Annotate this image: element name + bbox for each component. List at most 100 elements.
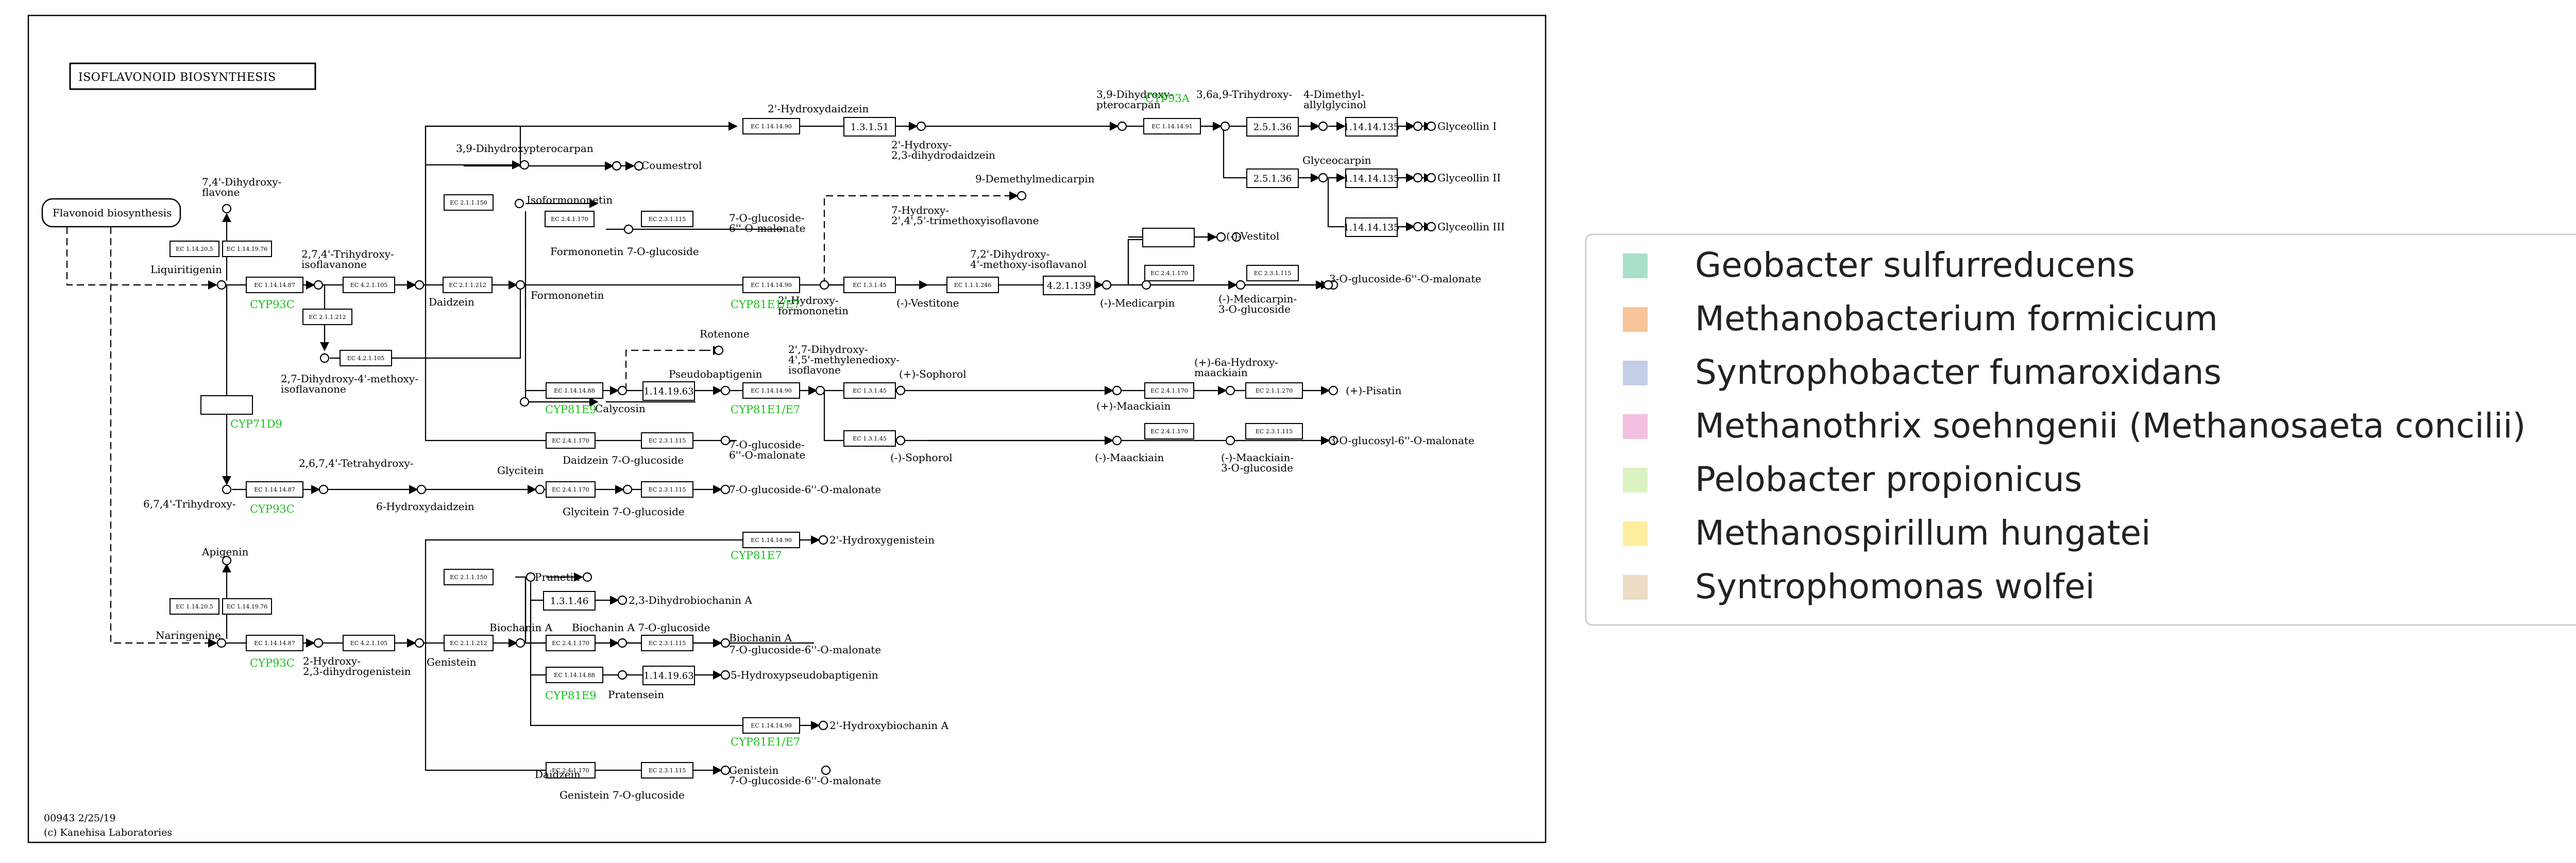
compound-node[interactable] bbox=[216, 638, 227, 648]
compound-node[interactable] bbox=[815, 385, 825, 396]
enzyme-box[interactable]: EC 1.14.14.90 bbox=[742, 118, 800, 134]
enzyme-box[interactable]: 2.5.1.36 bbox=[1246, 168, 1299, 188]
compound-node[interactable] bbox=[916, 121, 926, 131]
enzyme-box[interactable]: EC 1.14.14.90 bbox=[742, 382, 800, 399]
compound-node[interactable] bbox=[1231, 232, 1242, 242]
enzyme-box[interactable]: EC 2.1.1.150 bbox=[444, 194, 494, 211]
enzyme-box[interactable]: EC 2.1.1.270 bbox=[1245, 382, 1303, 399]
enzyme-box[interactable]: EC 2.4.1.170 bbox=[546, 432, 596, 449]
enzyme-box[interactable]: EC 2.4.1.170 bbox=[546, 635, 596, 651]
enzyme-box[interactable]: EC 2.4.1.170 bbox=[1144, 265, 1194, 281]
enzyme-box[interactable]: EC 1.14.14.90 bbox=[742, 532, 800, 548]
compound-node[interactable] bbox=[617, 385, 628, 396]
compound-node[interactable] bbox=[819, 280, 829, 290]
compound-node[interactable] bbox=[1413, 173, 1423, 183]
compound-node[interactable] bbox=[1318, 121, 1328, 131]
compound-node[interactable] bbox=[720, 484, 731, 495]
compound-node[interactable] bbox=[1426, 222, 1436, 232]
enzyme-box[interactable]: EC 1.14.14.87 bbox=[246, 481, 303, 498]
gene-label[interactable]: CYP81E9 bbox=[545, 403, 596, 416]
compound-node[interactable] bbox=[318, 484, 329, 495]
enzyme-box[interactable]: EC 1.14.14.91 bbox=[1143, 118, 1201, 134]
compound-node[interactable] bbox=[818, 720, 828, 731]
compound-node[interactable] bbox=[1225, 385, 1235, 396]
enzyme-box[interactable]: EC 2.1.1.150 bbox=[444, 569, 494, 585]
enzyme-box[interactable]: 4.2.1.139 bbox=[1043, 276, 1095, 295]
compound-node[interactable] bbox=[1323, 280, 1333, 290]
enzyme-box[interactable]: EC 1.14.19.76 bbox=[222, 598, 272, 615]
enzyme-box[interactable]: EC 1.14.14.87 bbox=[246, 277, 303, 293]
compound-node[interactable] bbox=[617, 638, 628, 648]
enzyme-box[interactable]: EC 1.1.1.246 bbox=[946, 277, 999, 293]
enzyme-box[interactable]: EC 2.1.1.212 bbox=[443, 277, 493, 293]
compound-node[interactable] bbox=[612, 161, 622, 171]
enzyme-box[interactable]: 1.14.14.135 bbox=[1344, 168, 1400, 188]
enzyme-box[interactable]: 1.14.19.63 bbox=[642, 381, 695, 401]
compound-node[interactable] bbox=[720, 765, 731, 775]
enzyme-box[interactable]: EC 2.4.1.170 bbox=[1144, 423, 1194, 439]
enzyme-box-empty[interactable] bbox=[200, 395, 253, 415]
compound-node[interactable] bbox=[1318, 173, 1328, 183]
compound-node[interactable] bbox=[1141, 280, 1151, 290]
compound-node[interactable] bbox=[1413, 121, 1423, 131]
compound-node[interactable] bbox=[514, 198, 524, 209]
gene-label[interactable]: CYP81E1/E7 bbox=[731, 298, 800, 311]
enzyme-box[interactable]: EC 1.3.1.45 bbox=[843, 277, 896, 293]
enzyme-box[interactable]: EC 2.3.1.115 bbox=[641, 635, 693, 651]
enzyme-box[interactable]: 1.3.1.51 bbox=[843, 117, 896, 137]
compound-node[interactable] bbox=[720, 670, 731, 680]
enzyme-box[interactable]: EC 1.3.1.45 bbox=[843, 382, 896, 399]
compound-node[interactable] bbox=[720, 435, 731, 446]
gene-label[interactable]: CYP81E1/E7 bbox=[731, 403, 800, 416]
compound-node[interactable] bbox=[1216, 232, 1226, 242]
compound-node[interactable] bbox=[1426, 173, 1436, 183]
compound-node[interactable] bbox=[1117, 121, 1127, 131]
gene-label[interactable]: CYP93A bbox=[1145, 92, 1190, 105]
enzyme-box[interactable]: EC 2.4.1.170 bbox=[545, 211, 595, 227]
compound-node[interactable] bbox=[1328, 435, 1338, 446]
enzyme-box[interactable]: EC 1.14.19.76 bbox=[222, 241, 272, 257]
gene-label[interactable]: CYP81E9 bbox=[545, 689, 596, 702]
enzyme-box[interactable]: 1.14.14.135 bbox=[1344, 117, 1400, 137]
enzyme-box[interactable]: EC 1.14.14.90 bbox=[742, 277, 800, 293]
enzyme-box[interactable]: EC 4.2.1.105 bbox=[343, 277, 395, 293]
compound-node[interactable] bbox=[1016, 191, 1027, 201]
enzyme-box[interactable]: EC 2.3.1.115 bbox=[641, 211, 693, 227]
compound-node[interactable] bbox=[720, 638, 731, 648]
gene-label[interactable]: CYP81E1/E7 bbox=[731, 736, 800, 748]
compound-node[interactable] bbox=[1112, 385, 1122, 396]
compound-node[interactable] bbox=[622, 484, 633, 495]
compound-node[interactable] bbox=[313, 638, 324, 648]
gene-label[interactable]: CYP71D9 bbox=[230, 418, 282, 430]
enzyme-box[interactable]: EC 4.2.1.105 bbox=[343, 635, 395, 651]
compound-node[interactable] bbox=[1225, 435, 1235, 446]
compound-node[interactable] bbox=[222, 204, 232, 214]
enzyme-box[interactable]: EC 2.3.1.115 bbox=[641, 481, 693, 498]
enzyme-box[interactable]: 1.14.19.63 bbox=[642, 666, 695, 685]
enzyme-box[interactable]: EC 1.14.20.5 bbox=[170, 598, 219, 615]
gene-label[interactable]: CYP93C bbox=[250, 503, 295, 515]
compound-node[interactable] bbox=[1413, 222, 1423, 232]
compound-node[interactable] bbox=[216, 280, 227, 290]
gene-label[interactable]: CYP81E7 bbox=[731, 549, 782, 562]
compound-node[interactable] bbox=[1426, 121, 1436, 131]
compound-node[interactable] bbox=[895, 385, 906, 396]
enzyme-box[interactable]: EC 1.14.14.88 bbox=[546, 382, 603, 399]
compound-node[interactable] bbox=[1112, 435, 1122, 446]
enzyme-box[interactable]: EC 1.14.14.88 bbox=[546, 667, 603, 683]
compound-node[interactable] bbox=[222, 555, 232, 566]
enzyme-box[interactable]: EC 4.2.1.105 bbox=[340, 350, 392, 366]
compound-node[interactable] bbox=[515, 638, 526, 648]
compound-node[interactable] bbox=[1235, 280, 1246, 290]
enzyme-box[interactable]: EC 2.3.1.115 bbox=[641, 762, 693, 779]
enzyme-box-empty[interactable] bbox=[1142, 228, 1195, 247]
compound-node[interactable] bbox=[313, 280, 324, 290]
compound-node[interactable] bbox=[526, 572, 536, 582]
enzyme-box[interactable]: EC 2.3.1.115 bbox=[641, 432, 693, 449]
compound-node[interactable] bbox=[617, 670, 628, 680]
enzyme-box[interactable]: EC 2.3.1.115 bbox=[1246, 265, 1299, 281]
compound-node[interactable] bbox=[895, 435, 906, 446]
compound-node[interactable] bbox=[222, 484, 232, 495]
compound-node[interactable] bbox=[617, 595, 628, 605]
compound-node[interactable] bbox=[1220, 121, 1230, 131]
